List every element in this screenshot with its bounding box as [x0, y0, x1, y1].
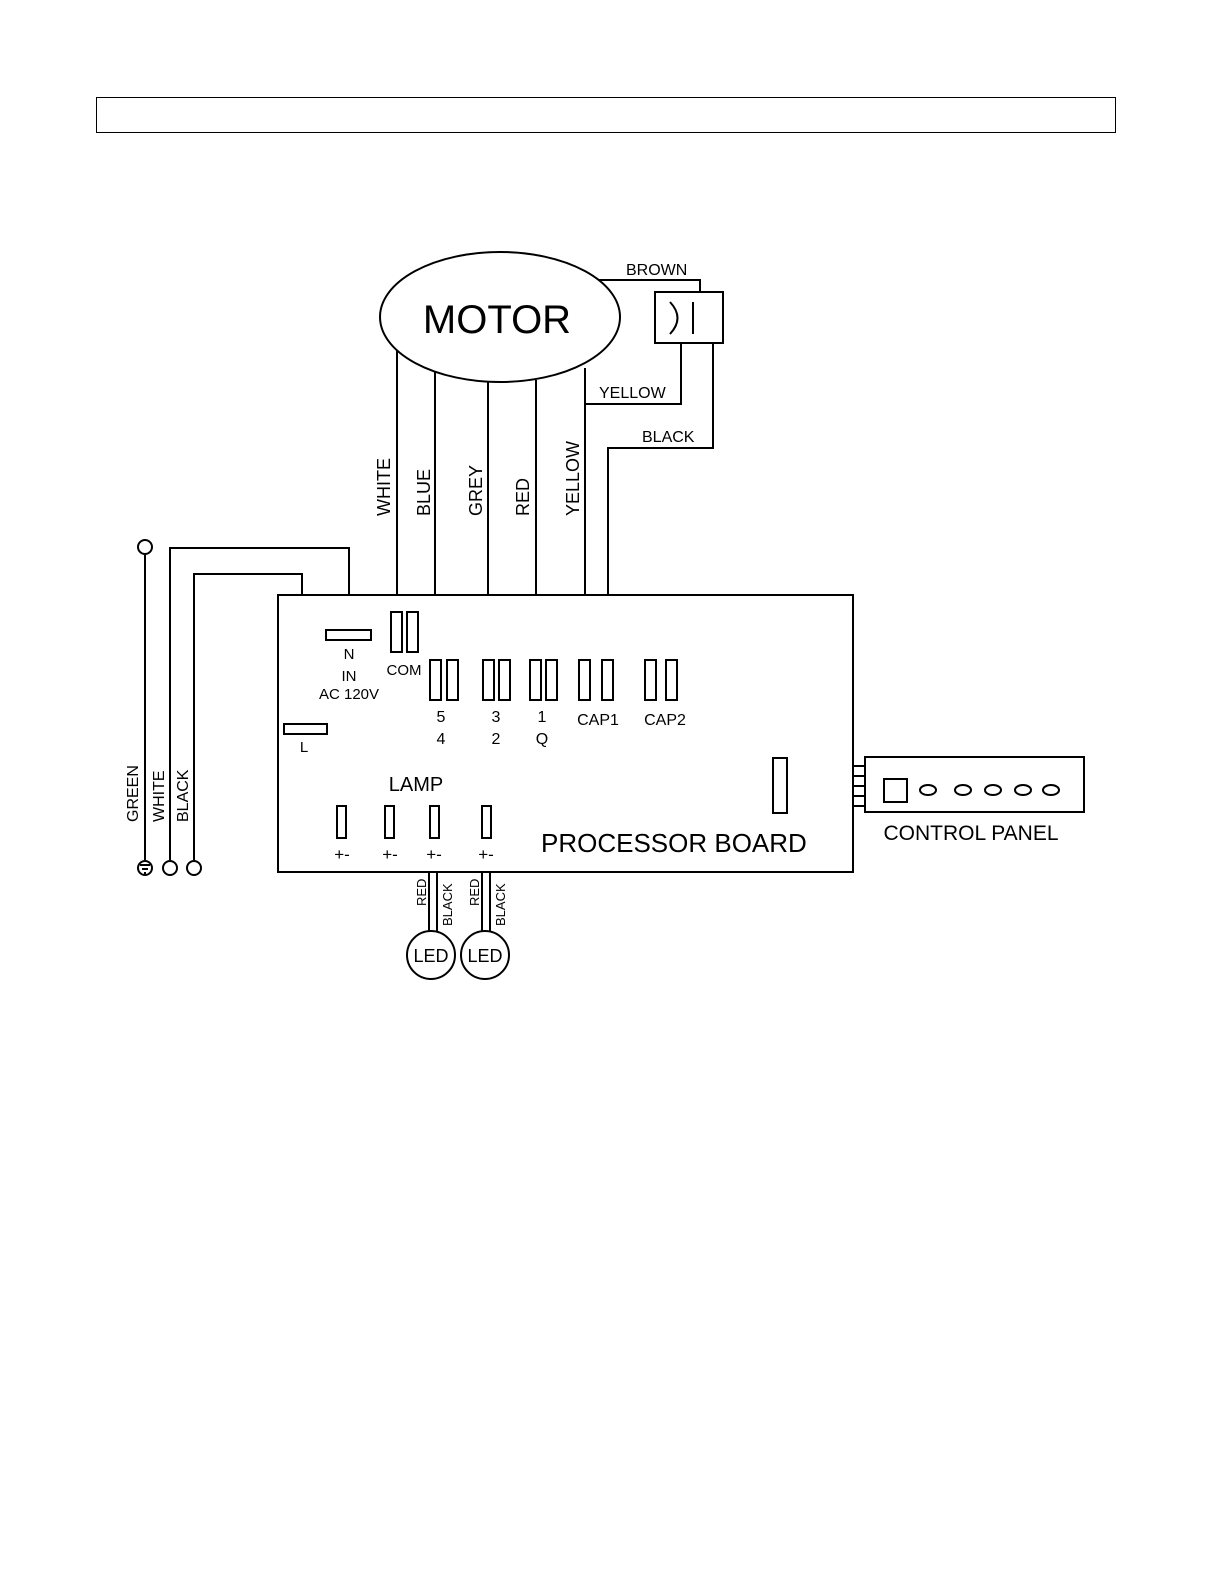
label-5: 5	[437, 709, 446, 726]
led2-label-red: RED	[467, 879, 482, 906]
control-panel-button-5	[1043, 785, 1059, 795]
label-black-capacitor: BLACK	[642, 429, 695, 446]
terminal-l	[284, 724, 327, 734]
label-3: 3	[492, 709, 501, 726]
lamp-terminal-1	[337, 806, 346, 838]
led2-label: LED	[467, 946, 502, 966]
label-yellow-capacitor: YELLOW	[599, 385, 667, 402]
label-ac: AC 120V	[319, 686, 379, 703]
led2-label-black: BLACK	[493, 883, 508, 926]
terminal-cap2-a	[645, 660, 656, 700]
terminal-5	[430, 660, 441, 700]
black-terminal	[187, 861, 201, 875]
label-green-supply: GREEN	[125, 765, 142, 822]
label-white: WHITE	[374, 458, 394, 516]
terminal-1	[530, 660, 541, 700]
label-n: N	[344, 646, 355, 663]
label-blue: BLUE	[414, 469, 434, 516]
terminal-n	[326, 630, 371, 640]
terminal-cap2-b	[666, 660, 677, 700]
terminal-4	[447, 660, 458, 700]
label-1: 1	[538, 709, 547, 726]
terminal-cap1-b	[602, 660, 613, 700]
label-in: IN	[342, 668, 357, 685]
label-cap2: CAP2	[644, 712, 686, 729]
terminal-2	[499, 660, 510, 700]
lamp-polarity-1: +-	[334, 845, 350, 864]
terminal-q	[546, 660, 557, 700]
control-panel-button-3	[985, 785, 1001, 795]
label-grey: GREY	[466, 465, 486, 516]
label-brown: BROWN	[626, 262, 687, 279]
label-black-supply: BLACK	[175, 769, 192, 822]
terminal-cap1-a	[579, 660, 590, 700]
led1-label-red: RED	[414, 879, 429, 906]
white-terminal	[163, 861, 177, 875]
label-white-supply: WHITE	[151, 770, 168, 822]
terminal-3	[483, 660, 494, 700]
label-q: Q	[536, 731, 548, 748]
lamp-polarity-3: +-	[426, 845, 442, 864]
label-4: 4	[437, 731, 446, 748]
label-yellow-motor: YELLOW	[563, 441, 583, 516]
label-cap1: CAP1	[577, 712, 619, 729]
terminal-com-a	[391, 612, 402, 652]
lamp-polarity-4: +-	[478, 845, 494, 864]
capacitor	[655, 292, 723, 343]
lamp-terminal-3	[430, 806, 439, 838]
lamp-polarity-2: +-	[382, 845, 398, 864]
lamp-terminal-2	[385, 806, 394, 838]
supply-top-terminal	[138, 540, 152, 554]
label-com: COM	[387, 662, 422, 679]
label-l: L	[300, 739, 308, 756]
label-lamp: LAMP	[389, 774, 443, 796]
lamp-terminal-4	[482, 806, 491, 838]
led1-label-black: BLACK	[440, 883, 455, 926]
led1-label: LED	[413, 946, 448, 966]
control-panel-button-1	[920, 785, 936, 795]
control-panel-button-2	[955, 785, 971, 795]
motor-label: MOTOR	[423, 298, 571, 342]
label-red: RED	[513, 478, 533, 516]
control-panel-button-4	[1015, 785, 1031, 795]
processor-board-label: PROCESSOR BOARD	[541, 828, 807, 858]
terminal-com-b	[407, 612, 418, 652]
control-panel-square-button	[884, 779, 907, 802]
control-panel-connector	[773, 758, 787, 813]
control-panel-label: CONTROL PANEL	[883, 822, 1058, 845]
label-2: 2	[492, 731, 501, 748]
